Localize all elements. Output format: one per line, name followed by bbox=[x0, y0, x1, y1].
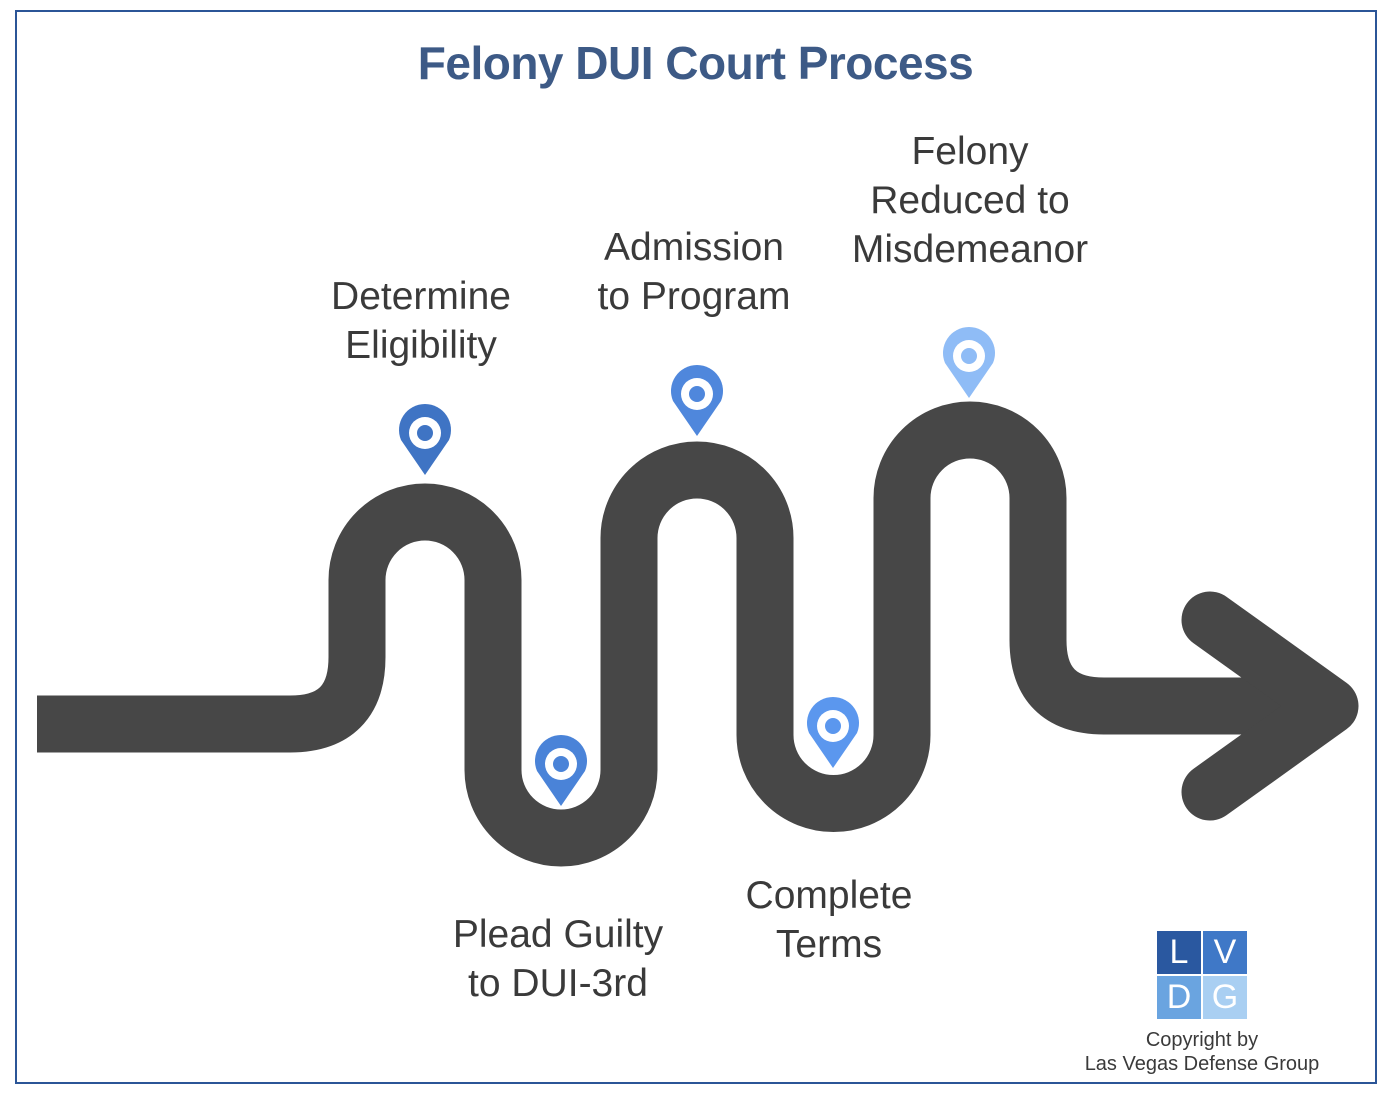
logo-cell: G bbox=[1203, 976, 1247, 1019]
location-pin-icon bbox=[535, 735, 587, 806]
road-path bbox=[37, 401, 1315, 867]
location-pin-icon bbox=[807, 697, 859, 768]
lvdg-logo: L V D G bbox=[1157, 931, 1247, 1019]
logo-cell: V bbox=[1203, 931, 1247, 974]
logo-cell: L bbox=[1157, 931, 1201, 974]
location-pin-icon bbox=[399, 404, 451, 475]
location-pin-icon bbox=[671, 365, 723, 436]
arrow-head bbox=[1181, 591, 1359, 821]
location-pin-icon bbox=[943, 327, 995, 398]
diagram-title: Felony DUI Court Process bbox=[417, 37, 974, 89]
diagram-frame bbox=[15, 10, 1377, 1084]
logo-cell: D bbox=[1157, 976, 1201, 1019]
